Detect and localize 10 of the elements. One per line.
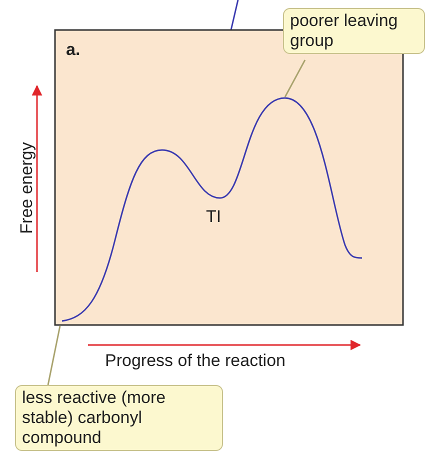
leader-line <box>47 326 61 386</box>
leader-line <box>284 60 306 98</box>
callout-box <box>15 385 223 451</box>
axis-title: Progress of the reaction <box>105 351 286 371</box>
callout-text: poorer leaving group <box>290 11 399 51</box>
axis-title: Free energy <box>17 141 37 236</box>
callout-box <box>283 8 425 54</box>
panel-letter: a. <box>66 40 80 60</box>
callout-text: less reactive (more stable) carbonyl compound <box>22 388 167 448</box>
curve-label: TI <box>206 207 222 227</box>
